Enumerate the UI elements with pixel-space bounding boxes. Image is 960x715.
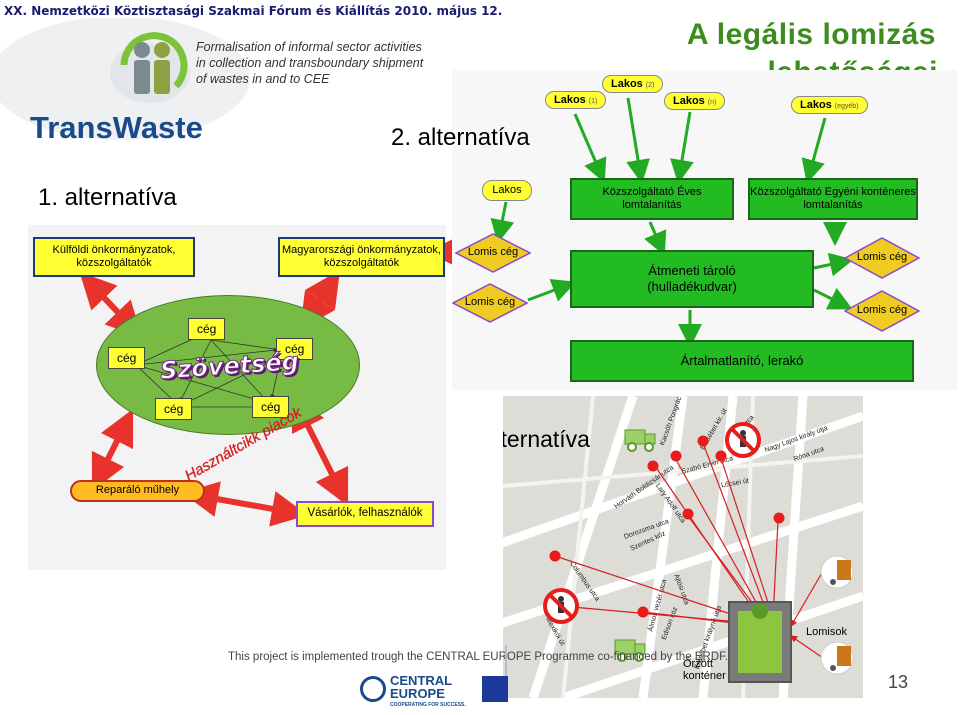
no-scavenging-sign-icon bbox=[725, 422, 761, 458]
ceg-node-3: cég bbox=[276, 338, 314, 360]
scavenger-cart-icon bbox=[820, 555, 854, 589]
temporary-storage-box: Átmeneti tároló (hulladékudvar) bbox=[570, 250, 814, 308]
alt1-label: 1. alternatíva bbox=[38, 184, 177, 211]
logo-subtitle-3: of wastes in and to CEE bbox=[196, 72, 330, 86]
repair-workshop-box: Reparáló műhely bbox=[70, 480, 205, 502]
no-scavenging-sign-icon-2 bbox=[543, 588, 579, 624]
transwaste-logo-text: TransWaste bbox=[30, 110, 203, 145]
annual-cleanup-box: Közszolgáltató Éves lomtalanítás bbox=[570, 178, 734, 220]
resident-node-other: Lakos(egyéb) bbox=[791, 96, 868, 114]
scavenger-company-diamond-2 bbox=[452, 283, 528, 323]
slide-title-line1: A legális lomizás bbox=[686, 18, 936, 51]
city-map: Kacsóh Pongrác út Erzsébet kir. út Lovag… bbox=[503, 396, 863, 698]
guarded-container-label: Őrzött konténer bbox=[683, 658, 726, 682]
scavengers-label: Lomisok bbox=[806, 626, 847, 638]
scavenger-company-diamond-3 bbox=[844, 237, 920, 279]
disposal-landfill-box: Ártalmatlanító, lerakó bbox=[570, 340, 914, 382]
scavenger-company-2-label: Lomis cég bbox=[464, 296, 516, 309]
ceg-node-2: cég bbox=[188, 318, 226, 340]
ceg-node-1: cég bbox=[108, 347, 146, 369]
scavenger-cart-icon-2 bbox=[820, 641, 854, 675]
logo-subtitle-2: in collection and transboundary shipment bbox=[196, 56, 424, 70]
resident-node-n: Lakos(n) bbox=[664, 92, 726, 110]
guarded-container-icon bbox=[728, 601, 792, 683]
transwaste-logo-icon bbox=[120, 32, 188, 94]
scavenger-company-4-label: Lomis cég bbox=[856, 304, 908, 317]
alt2-label: 2. alternatíva bbox=[391, 124, 530, 151]
individual-container-box: Közszolgáltató Egyéni konténeres lomtala… bbox=[748, 178, 918, 220]
page-number: 13 bbox=[887, 672, 908, 692]
logo-subtitle-1: Formalisation of informal sector activit… bbox=[196, 40, 422, 54]
alt2-panel bbox=[452, 70, 957, 390]
hungarian-municipalities-box: Magyarországi önkormányzatok, közszolgál… bbox=[278, 237, 445, 277]
green-truck-icon bbox=[624, 429, 656, 452]
scavenger-company-diamond-4 bbox=[844, 290, 920, 332]
event-header: XX. Nemzetközi Köztisztasági Szakmai Fór… bbox=[4, 4, 503, 18]
alt3-label: 3. alternatíva bbox=[503, 426, 590, 452]
eu-flag-icon bbox=[482, 676, 508, 702]
resident-node-2: Lakos(2) bbox=[602, 75, 664, 93]
central-europe-logo-sub: COOPERATING FOR SUCCESS. bbox=[390, 702, 466, 708]
scavenger-company-1-label: Lomis cég bbox=[467, 246, 519, 259]
foreign-municipalities-box: Külföldi önkormányzatok, közszolgáltatók bbox=[33, 237, 195, 277]
ceg-node-4: cég bbox=[155, 398, 193, 420]
central-europe-logo-text: CENTRAL EUROPE bbox=[390, 673, 452, 701]
central-europe-logo: CENTRAL EUROPE COOPERATING FOR SUCCESS. bbox=[360, 672, 470, 708]
footer-divider bbox=[505, 645, 507, 700]
ceg-node-5: cég bbox=[252, 396, 290, 418]
scavenger-company-diamond-1 bbox=[455, 233, 531, 273]
buyers-users-box: Vásárlók, felhasználók bbox=[296, 501, 434, 527]
footer-text: This project is implemented trough the C… bbox=[228, 651, 729, 663]
pickup-route-lines bbox=[549, 435, 824, 659]
resident-node-1: Lakos(1) bbox=[545, 91, 607, 109]
resident-box: Lakos bbox=[482, 180, 532, 201]
scavenger-company-3-label: Lomis cég bbox=[856, 251, 908, 264]
green-truck-icon-2 bbox=[614, 639, 646, 662]
